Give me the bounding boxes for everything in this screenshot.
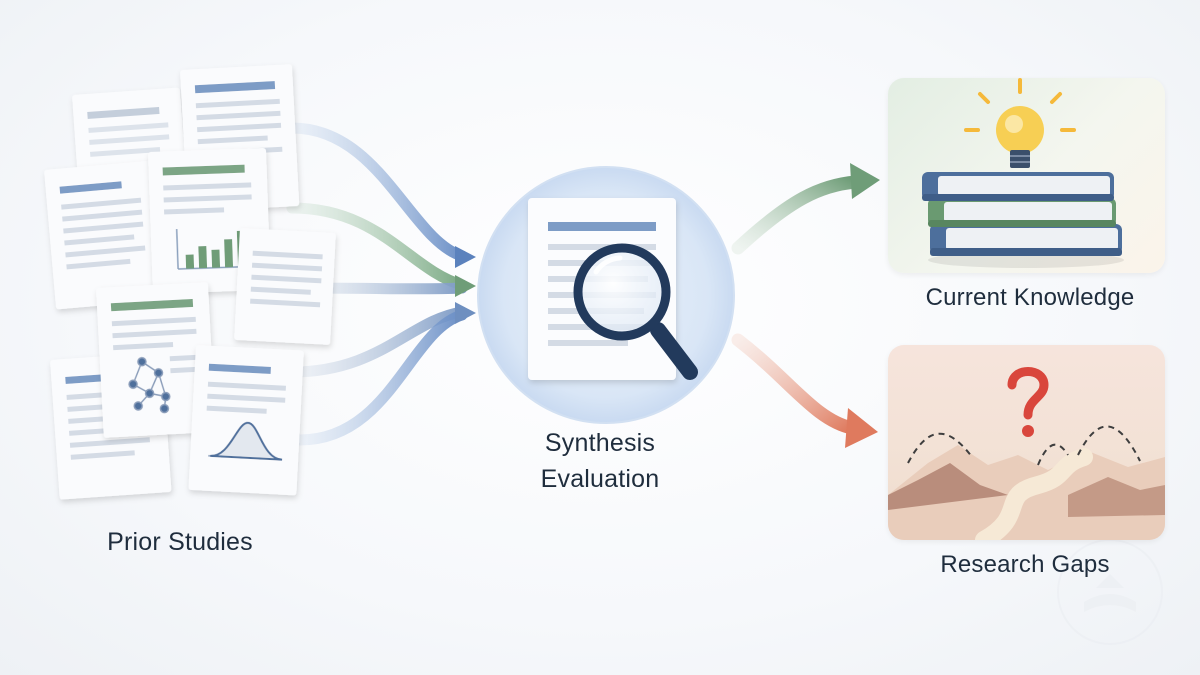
flow-arrow-4 bbox=[286, 306, 468, 378]
arrowhead-2 bbox=[455, 275, 476, 297]
flow-arrow-2 bbox=[286, 202, 468, 291]
arrow-to-knowledge bbox=[731, 175, 863, 255]
synthesis-label-line2: Evaluation bbox=[540, 465, 660, 493]
arrowhead-3 bbox=[455, 302, 476, 324]
synthesis-label-line1: Synthesis bbox=[544, 429, 656, 457]
synthesis-hub bbox=[477, 166, 735, 424]
output-arrows bbox=[731, 163, 880, 448]
document-icon bbox=[96, 282, 216, 438]
research-gaps-panel bbox=[888, 345, 1165, 540]
current-knowledge-label: Current Knowledge bbox=[925, 284, 1135, 311]
magnifier-icon bbox=[573, 243, 698, 380]
logo-watermark-icon bbox=[1057, 539, 1163, 645]
lightbulb-icon bbox=[964, 78, 1076, 168]
arrow-to-gaps bbox=[731, 333, 859, 435]
question-mark-icon bbox=[1007, 367, 1049, 437]
books-icon bbox=[922, 172, 1124, 268]
flow-arrow-1 bbox=[286, 122, 468, 262]
arrowhead-1 bbox=[455, 246, 476, 268]
document-icon bbox=[188, 345, 304, 496]
knowledge-illustration bbox=[922, 78, 1124, 268]
synthesis-evaluation-label: Synthesis Evaluation bbox=[470, 425, 730, 497]
current-knowledge-panel bbox=[888, 78, 1165, 273]
document-icon bbox=[234, 228, 336, 345]
landscape-path-icon bbox=[888, 425, 1165, 540]
research-gaps-label: Research Gaps bbox=[940, 551, 1110, 578]
prior-studies-label: Prior Studies bbox=[107, 528, 253, 556]
bell-curve-icon bbox=[208, 421, 283, 461]
network-graph-icon bbox=[128, 356, 171, 414]
document-icon bbox=[44, 160, 164, 310]
gaps-illustration bbox=[888, 367, 1165, 540]
flow-arrow-5 bbox=[294, 309, 468, 446]
arrowhead-gaps bbox=[845, 408, 878, 448]
arrowhead-knowledge bbox=[850, 163, 880, 199]
prior-studies-pile bbox=[44, 64, 336, 500]
